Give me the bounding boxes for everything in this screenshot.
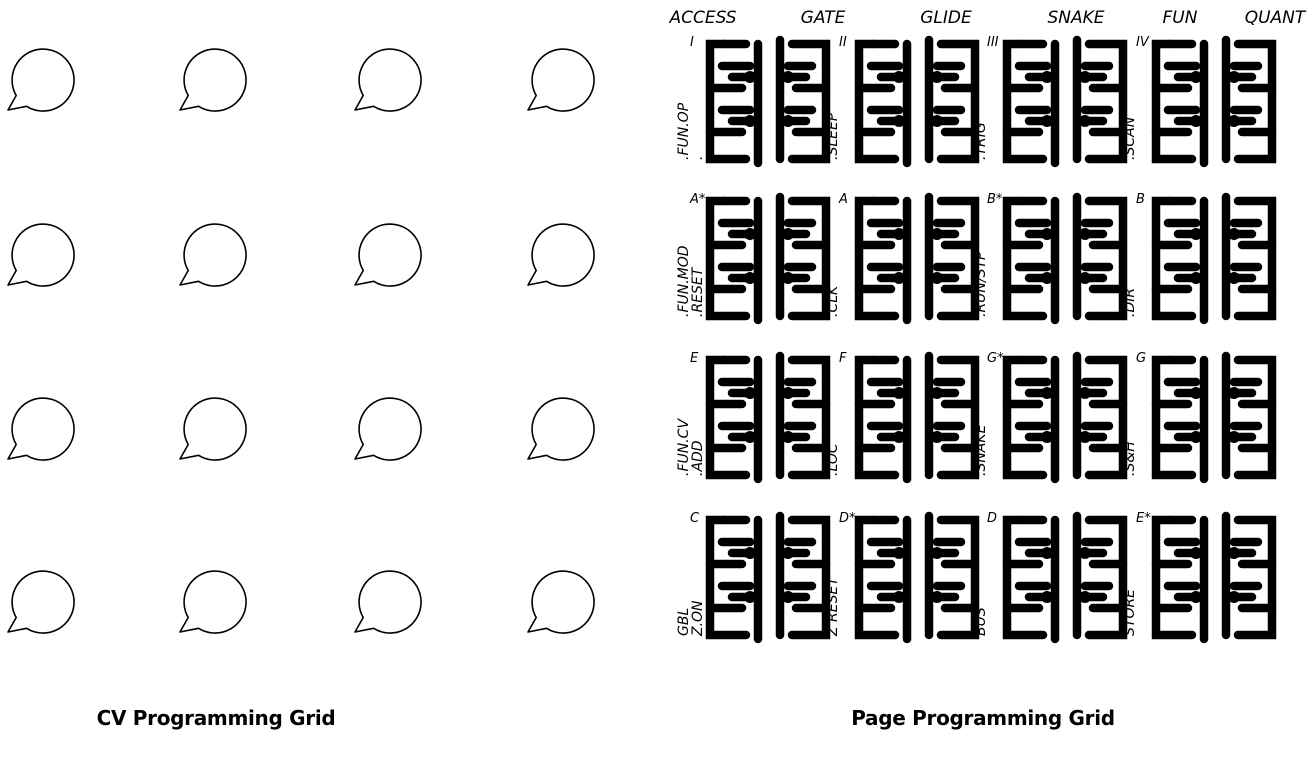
header-label-fun: FUN: [1163, 8, 1198, 28]
cell-corner-label: F: [839, 351, 847, 366]
page-cell: II .SLEEP: [825, 35, 980, 168]
knob-icon: [179, 223, 247, 287]
cv-programming-grid: [7, 48, 595, 634]
page-cell: E* STORE: [1122, 511, 1277, 644]
cell-side-label: .LOC: [825, 443, 841, 476]
page-programming-grid: I .FUN.OP. II .SLEEP III .TRIG IV .SCAN A* .FUN.M…: [676, 35, 1277, 644]
page-cell: A .CLK: [825, 192, 980, 325]
maze-icon: [854, 192, 980, 325]
page-cell: G .S&H: [1122, 351, 1277, 484]
cell-side-label: .TRIG: [973, 122, 989, 160]
maze-icon: [1002, 351, 1128, 484]
knob-icon: [179, 48, 247, 112]
knob-icon: [527, 223, 595, 287]
cell-side-label: BUS: [973, 607, 989, 636]
cv-grid-caption: CV Programming Grid: [96, 706, 336, 730]
page-cell: IV .SCAN: [1122, 35, 1277, 168]
cell-side-sublabel: .: [690, 156, 706, 160]
knob-icon: [354, 397, 422, 461]
knob-icon: [179, 570, 247, 634]
header-label-access: ACCESS: [668, 8, 736, 28]
maze-icon: [1151, 35, 1277, 168]
cell-side-label: .CLK: [825, 284, 841, 317]
knob-icon: [7, 48, 75, 112]
maze-icon: [705, 35, 831, 168]
cell-side-sublabel: Z.ON: [690, 600, 706, 637]
cell-corner-label: D: [987, 511, 997, 526]
knob-icon: [354, 223, 422, 287]
knob-icon: [354, 570, 422, 634]
cell-corner-label: E: [690, 351, 699, 366]
knob-icon: [7, 223, 75, 287]
cell-side-label: GBL: [676, 608, 692, 636]
cell-corner-label: A*: [689, 192, 706, 207]
page-cell: B .DIR: [1122, 192, 1277, 325]
cell-side-label: .S&H: [1122, 441, 1138, 476]
cell-side-label: .SLEEP: [825, 112, 841, 160]
header-label-snake: SNAKE: [1047, 8, 1104, 28]
cell-side-label: .FUN.MOD: [676, 245, 692, 317]
cell-side-label: .FUN.OP: [676, 102, 692, 160]
cell-corner-label: III: [987, 35, 999, 50]
page-cell: III .TRIG: [973, 35, 1128, 168]
cell-corner-label: G: [1136, 351, 1146, 366]
knob-icon: [527, 570, 595, 634]
page-cell: I .FUN.OP.: [676, 35, 831, 168]
cell-corner-label: II: [839, 35, 847, 50]
header-label-glide: GLIDE: [920, 8, 972, 28]
cell-corner-label: B: [1136, 192, 1145, 207]
header-label-quant: QUANT: [1245, 8, 1307, 28]
cell-corner-label: I: [690, 35, 694, 50]
cell-side-label: .RUN/STP: [973, 251, 989, 317]
maze-icon: [1002, 192, 1128, 325]
maze-icon: [1151, 351, 1277, 484]
cell-side-label: .DIR: [1122, 288, 1138, 317]
page-grid-caption: Page Programming Grid: [851, 706, 1115, 730]
maze-icon: [1151, 511, 1277, 644]
header-label-gate: GATE: [801, 8, 846, 28]
cell-side-label: .SCAN: [1122, 116, 1138, 160]
page-cell: B* .RUN/STP: [973, 192, 1128, 325]
page-grid-header: ACCESS GATE GLIDE SNAKE FUN QUANT: [668, 8, 1306, 28]
cell-corner-label: IV: [1136, 35, 1150, 50]
cell-side-label: .FUN.CV: [676, 418, 692, 476]
maze-icon: [854, 351, 980, 484]
maze-icon: [1002, 511, 1128, 644]
maze-icon: [1002, 35, 1128, 168]
knob-icon: [7, 397, 75, 461]
knob-icon: [527, 48, 595, 112]
maze-icon: [705, 351, 831, 484]
page-cell: G* .SNAKE: [973, 351, 1128, 484]
cell-corner-label: G*: [987, 351, 1004, 366]
cell-side-label: Z RESET: [825, 576, 841, 637]
knob-icon: [527, 397, 595, 461]
page-cell: D BUS: [973, 511, 1128, 644]
cell-corner-label: D*: [839, 511, 856, 526]
page-cell: F .LOC: [825, 351, 980, 484]
cell-corner-label: E*: [1136, 511, 1151, 526]
maze-icon: [854, 511, 980, 644]
maze-icon: [1151, 192, 1277, 325]
cell-corner-label: A: [838, 192, 848, 207]
maze-icon: [705, 511, 831, 644]
cell-side-label: STORE: [1122, 589, 1138, 636]
knob-icon: [7, 570, 75, 634]
knob-icon: [179, 397, 247, 461]
maze-icon: [854, 35, 980, 168]
page-cell: D* Z RESET: [825, 511, 980, 644]
maze-icon: [705, 192, 831, 325]
cell-side-sublabel: .ADD: [690, 440, 706, 476]
cell-corner-label: C: [690, 511, 700, 526]
page-cell: E .FUN.CV.ADD: [676, 351, 831, 484]
knob-icon: [354, 48, 422, 112]
cell-side-label: .SNAKE: [973, 424, 989, 476]
cell-corner-label: B*: [987, 192, 1003, 207]
page-cell: A* .FUN.MOD.RESET: [676, 192, 831, 325]
cell-side-sublabel: .RESET: [690, 266, 706, 317]
